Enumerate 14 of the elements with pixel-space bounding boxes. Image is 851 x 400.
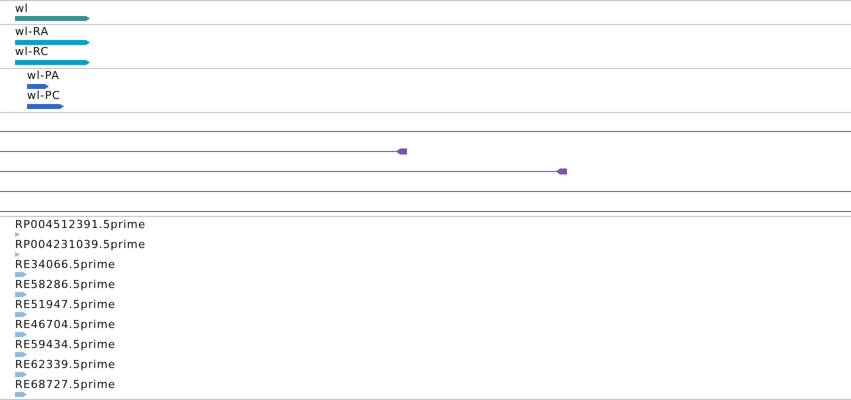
feature-label: RP004512391.5prime (15, 218, 146, 230)
feature-label: wl-PA (27, 70, 60, 82)
feature-label: RE46704.5prime (15, 318, 116, 330)
feature-label: wl (15, 3, 28, 15)
feature-label: wl-PC (27, 90, 60, 102)
feature-label: RP004231039.5prime (15, 238, 146, 250)
feature-label: RE34066.5prime (15, 258, 116, 270)
feature-label: RE58286.5prime (15, 278, 116, 290)
feature-label: wl-RA (15, 26, 49, 38)
feature-label: RE62339.5prime (15, 358, 116, 370)
feature-label: RE51947.5prime (15, 298, 116, 310)
feature-label: RE68727.5prime (15, 378, 116, 390)
feature-label: wl-RC (15, 46, 49, 58)
feature-label: RE59434.5prime (15, 338, 116, 350)
